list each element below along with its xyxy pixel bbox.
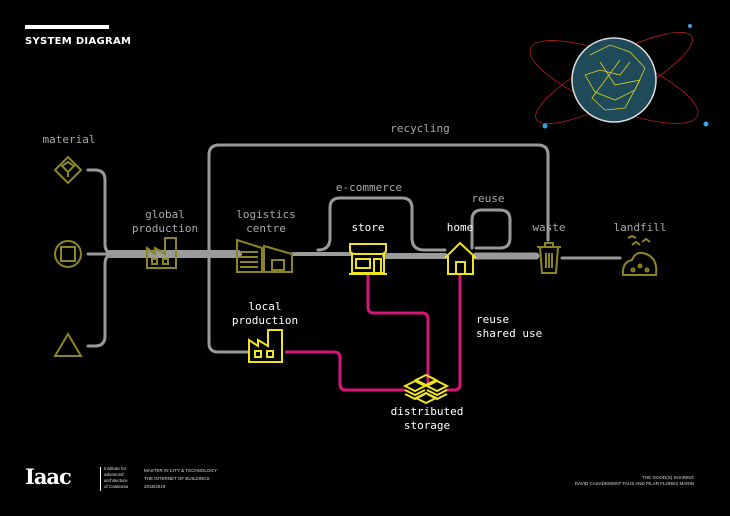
label-line: reuse <box>476 313 510 326</box>
label-line: production <box>231 314 299 327</box>
home-icon <box>444 241 477 275</box>
page-title: SYSTEM DIAGRAM <box>25 36 132 47</box>
text-line: MASTER IN CITY & TECHNOLOGY <box>144 468 217 473</box>
logo-divider <box>100 467 101 491</box>
material-flows <box>86 143 622 354</box>
text-line: advanced <box>104 472 124 477</box>
text-line: Institute for <box>104 466 127 471</box>
globe-icon <box>529 24 709 129</box>
label-material: material <box>42 133 96 146</box>
label-ecommerce: e-commerce <box>335 181 403 194</box>
text-line: architecture <box>104 478 128 483</box>
label-line: storage <box>403 419 451 432</box>
label-home: home <box>446 221 474 234</box>
logistics-centre-icon <box>236 238 293 273</box>
label-line: production <box>131 222 199 235</box>
material-diamond-icon <box>53 155 83 185</box>
distributed-storage-icon <box>402 373 450 405</box>
label-line: centre <box>246 222 286 235</box>
global-factory-icon <box>146 237 177 269</box>
text-line: of Catalonia <box>104 484 129 489</box>
text-line: THE INTERNET OF BUILDINGS <box>144 476 210 481</box>
label-waste: waste <box>532 221 566 234</box>
program-info: MASTER IN CITY & TECHNOLOGY THE INTERNET … <box>144 467 217 491</box>
label-landfill: landfill <box>613 221 667 234</box>
label-line: global <box>145 208 185 221</box>
text-line: THE GOOD(S) SHARING <box>642 475 694 480</box>
text-line: 2018/2019 <box>144 484 166 489</box>
landfill-icon <box>621 234 658 276</box>
iaac-logo: Iaac <box>25 464 72 489</box>
local-flows <box>285 275 462 392</box>
label-reuse: reuse <box>471 192 505 205</box>
waste-bin-icon <box>537 242 561 274</box>
material-triangle-icon <box>53 332 83 357</box>
label-recycling: recycling <box>390 122 450 135</box>
text-line: DAVID CASADEMONT FAUS AND PILAR FLORES M… <box>574 481 694 486</box>
title-bar <box>25 25 109 29</box>
store-icon <box>349 243 387 275</box>
label-store: store <box>351 221 385 234</box>
label-line: logistics <box>236 208 296 221</box>
label-line: local <box>248 300 282 313</box>
label-line: distributed <box>390 405 464 418</box>
local-factory-icon <box>248 329 283 363</box>
material-square-icon <box>54 240 82 268</box>
label-line: shared use <box>476 327 543 340</box>
